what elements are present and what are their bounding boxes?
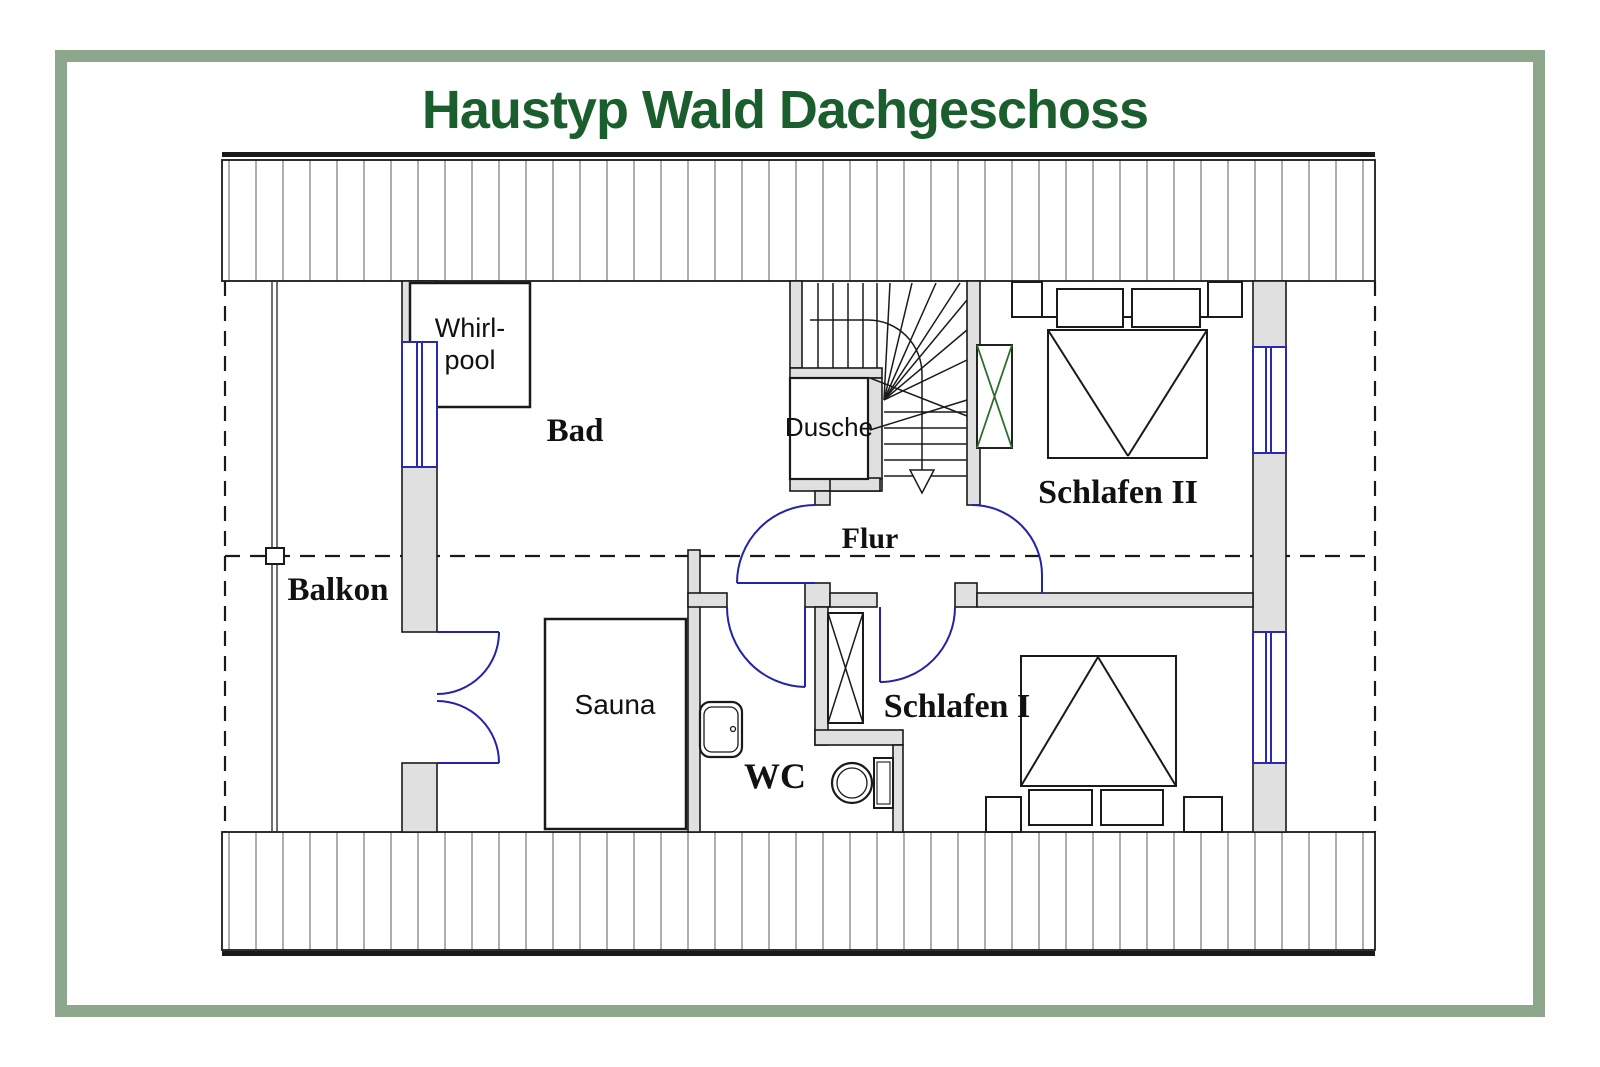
staircase [810,282,968,495]
stair-down-arrow [908,469,936,495]
label-balkon: Balkon [288,572,389,608]
label-whirlpool-line2: pool [444,345,495,375]
label-wc: WC [744,756,806,796]
wall-right-top [1252,280,1287,348]
bed2-blanket-line1 [1047,329,1129,457]
window-schlafen2-right-wall [1252,346,1287,454]
doors [436,504,1043,764]
ridge-line-bottom [222,951,1375,956]
page-border-frame [55,50,1545,1017]
dashed-lines [223,281,1377,832]
bed2-mattress [1047,329,1208,459]
bed1-blanket-line1 [1020,656,1099,787]
door-schlafen2 [971,504,1043,593]
wall-right-mid [1252,452,1287,633]
bed1-nightstand-right [1183,796,1223,833]
roof-hatch-top [221,159,1376,282]
wall-divider-nub1 [804,582,831,608]
sauna-cabin [543,617,688,831]
wall-wc-bottom [814,729,904,746]
wall-dusche-top [789,367,883,379]
bed1-mattress [1020,655,1177,787]
washbasin-drain [729,725,737,733]
bed1-pillow-left [1028,789,1093,826]
label-schlafen1: Schlafen I [884,688,1030,725]
wardrobe-schlafen2 [976,344,1013,449]
fixture-labels: Whirl- pool Dusche Sauna [435,313,873,720]
bed2-blanket-line2 [1127,329,1208,457]
toilet-tank-lid [876,761,891,805]
room-labels: Balkon Bad Flur Schlafen II Schlafen I W… [288,413,1198,796]
dusche-shower [788,376,870,481]
bed2-pillow-right [1131,288,1201,328]
label-sauna: Sauna [575,689,656,720]
wall-stub-flur [814,490,831,506]
bed-schlafen1 [985,655,1223,833]
wall-stair-left [789,280,803,369]
door-bad-flur [736,504,816,584]
label-dusche: Dusche [785,412,873,442]
windows [401,341,1287,764]
wall-wc-spine [814,606,829,746]
door-schlafen1 [879,606,956,683]
label-whirlpool-line1: Whirl- [435,313,505,343]
window-schlafen1-right-wall [1252,631,1287,764]
bed2-shelf-right [1207,281,1243,318]
label-schlafen2: Schlafen II [1038,474,1198,511]
stair-walk-line [810,319,923,470]
bed1-blanket-line2 [1097,656,1177,787]
roof-band-top [221,152,1376,282]
roof-hatch-bottom [221,831,1376,951]
roof-band-bottom [221,831,1376,956]
railing-post-marker [265,547,285,565]
window-balkon-left-wall [401,341,438,468]
wall-divider-nub2 [954,582,978,608]
balcony-railing [265,281,285,832]
page-title: Haustyp Wald Dachgeschoss [422,80,1148,140]
bed-schlafen2 [1011,281,1243,459]
door-wc [726,606,806,688]
wardrobe-x-line2 [976,344,1013,449]
ridge-line-top [222,152,1375,157]
door-balkon [436,631,500,764]
wall-right-bottom [1252,762,1287,833]
wall-left-bottom [401,762,438,833]
label-bad: Bad [547,413,604,449]
wall-divider-c [976,592,1254,608]
wall-divider-a [687,592,728,608]
wall-bad-wc [687,549,701,833]
washbasin-bowl [703,706,739,753]
wall-left-mid [401,466,438,633]
bed1-pillow-right [1100,789,1164,826]
wall-wc-right [892,744,904,833]
bed1-nightstand-left [985,796,1022,833]
wall-divider-b [829,592,878,608]
bed2-shelf-left [1011,281,1043,318]
bed2-pillow-left [1056,288,1124,328]
label-flur: Flur [842,522,899,555]
toilet-seat [836,767,868,799]
